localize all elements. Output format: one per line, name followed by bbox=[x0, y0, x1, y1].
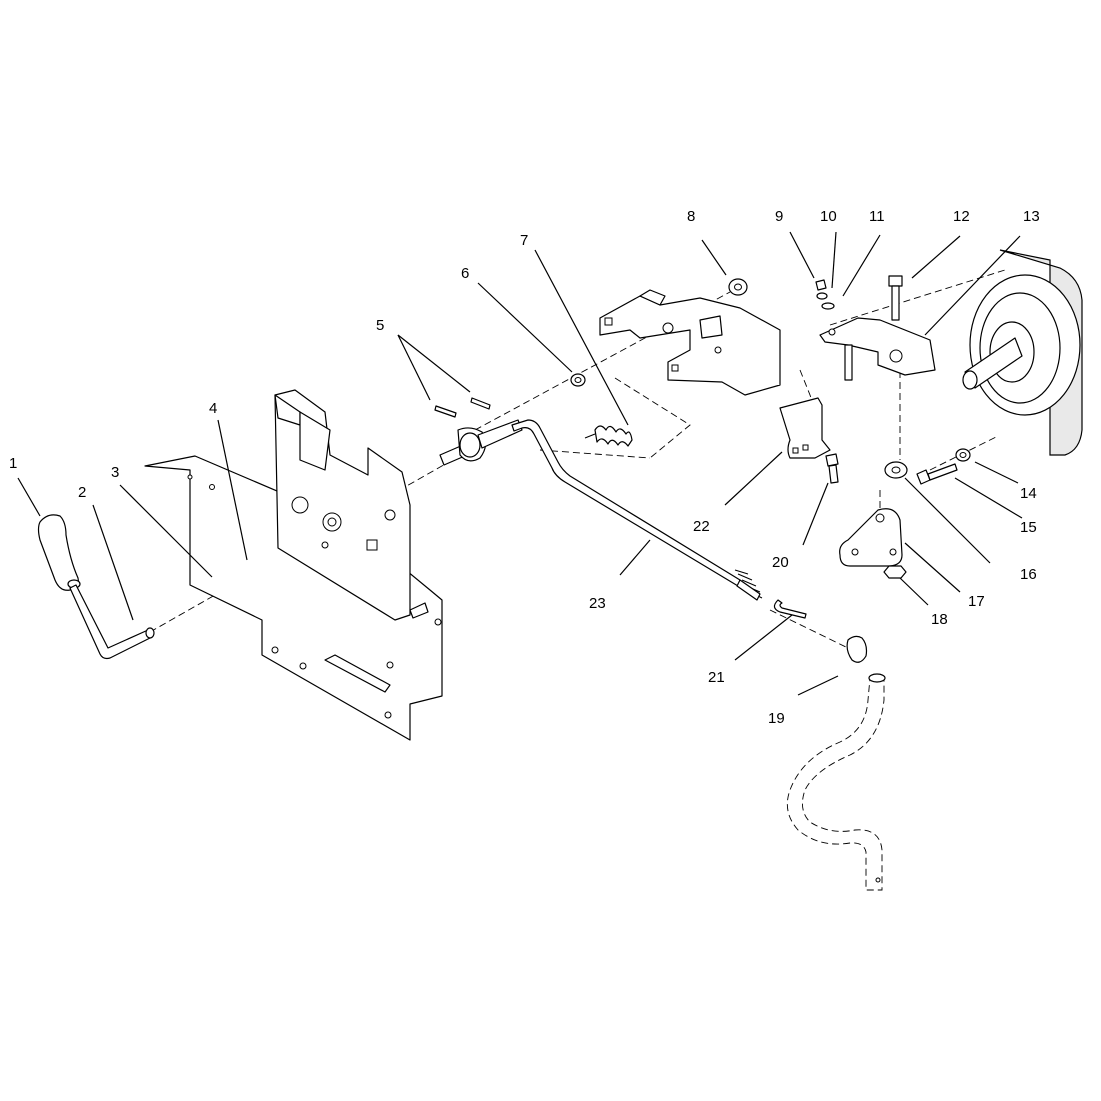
callout-12: 12 bbox=[953, 208, 970, 225]
bolt-horizontal bbox=[916, 463, 958, 485]
side-washer-hole bbox=[959, 452, 967, 458]
knob bbox=[37, 514, 81, 591]
spring bbox=[584, 425, 633, 447]
shift-bracket bbox=[274, 389, 429, 621]
callout-19: 19 bbox=[768, 710, 785, 727]
assembly-centerlines bbox=[149, 269, 1006, 649]
callout-3: 3 bbox=[111, 464, 119, 481]
side-washer bbox=[955, 448, 971, 462]
callout-13: 13 bbox=[1023, 208, 1040, 225]
bracket-bolt bbox=[825, 453, 839, 484]
frame-washer-hole bbox=[734, 283, 742, 291]
callout-20: 20 bbox=[772, 554, 789, 571]
roll-pins bbox=[434, 397, 491, 418]
cotter-pin bbox=[773, 599, 807, 619]
spacer bbox=[884, 461, 908, 479]
pedal-rod bbox=[786, 635, 886, 891]
callout-11: 11 bbox=[869, 208, 885, 225]
callout-16: 16 bbox=[1020, 566, 1037, 583]
callout-5: 5 bbox=[376, 317, 384, 334]
frame-bracket bbox=[599, 289, 781, 396]
callout-18: 18 bbox=[931, 611, 948, 628]
callout-10: 10 bbox=[820, 208, 837, 225]
transmission-housing bbox=[962, 249, 1083, 456]
l-bracket bbox=[779, 397, 831, 459]
transmission-bracket bbox=[819, 317, 936, 381]
frame-washer bbox=[728, 278, 748, 296]
triangle-plate bbox=[839, 508, 903, 567]
callout-7: 7 bbox=[520, 232, 528, 249]
callout-labels: 1 2 3 4 5 6 7 8 9 10 11 12 13 14 15 16 1… bbox=[9, 208, 1040, 727]
nut bbox=[570, 373, 586, 387]
callout-22: 22 bbox=[693, 518, 710, 535]
small-hardware bbox=[815, 279, 835, 310]
callout-6: 6 bbox=[461, 265, 469, 282]
shift-rod bbox=[511, 419, 763, 601]
callout-23: 23 bbox=[589, 595, 606, 612]
callout-2: 2 bbox=[78, 484, 86, 501]
callout-14: 14 bbox=[1020, 485, 1037, 502]
bolt-vertical bbox=[888, 275, 903, 321]
callout-21: 21 bbox=[708, 669, 725, 686]
callout-1: 1 bbox=[9, 455, 17, 472]
callout-4: 4 bbox=[209, 400, 217, 417]
callout-9: 9 bbox=[775, 208, 783, 225]
shift-shaft-assembly bbox=[439, 419, 523, 466]
callout-8: 8 bbox=[687, 208, 695, 225]
leader-lines bbox=[17, 231, 1023, 696]
nut-hole bbox=[574, 377, 582, 383]
lock-nut bbox=[883, 565, 907, 579]
spacer-hole bbox=[891, 466, 901, 474]
shift-lever bbox=[69, 584, 155, 660]
callout-17: 17 bbox=[968, 593, 985, 610]
callout-15: 15 bbox=[1020, 519, 1037, 536]
